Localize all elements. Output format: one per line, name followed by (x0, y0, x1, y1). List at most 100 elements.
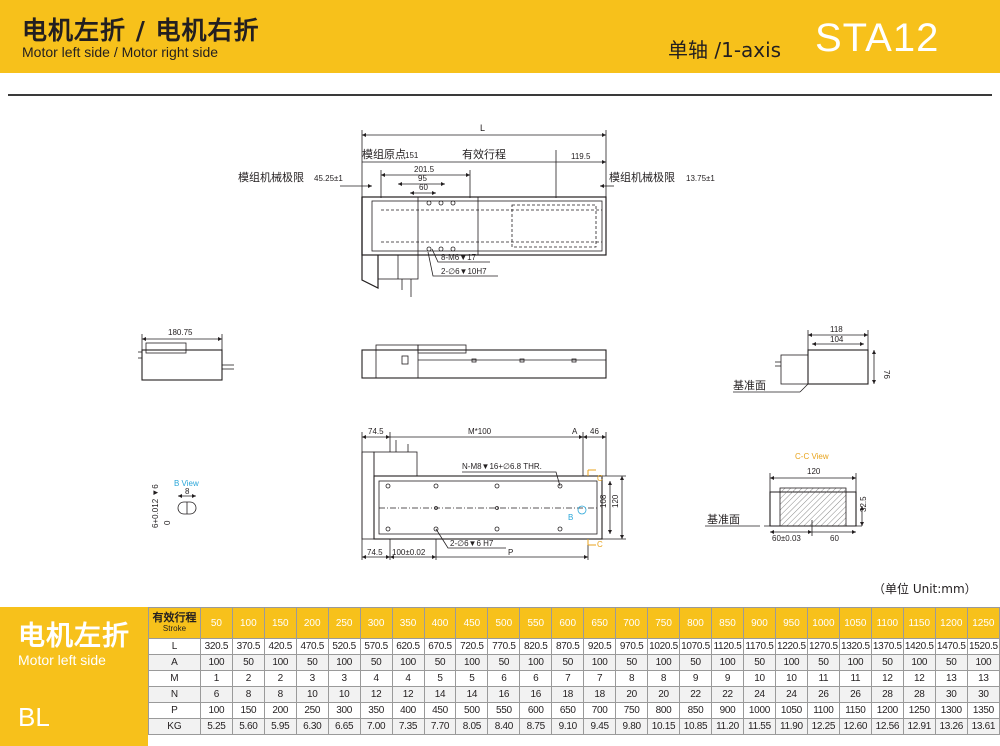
table-cell: 14 (423, 686, 457, 703)
bottom-view-labels: 74.5 M*100 A 46 N-M8▼16+∅6.8 THR. B C C … (367, 427, 620, 557)
dim-74-5-top: 74.5 (368, 427, 384, 436)
stroke-header-cell: 800 (679, 607, 712, 639)
table-cell: 4 (391, 670, 425, 687)
table-cell: 10.85 (679, 718, 712, 735)
table-cell: 1200 (870, 702, 904, 719)
b-view (177, 494, 197, 515)
dim-108: 108 (599, 494, 608, 508)
stroke-header-cell: 750 (647, 607, 681, 639)
note-m6: 8-M6▼17 (441, 253, 477, 262)
table-cell: 50 (295, 654, 329, 671)
b-view-title: B View (174, 479, 199, 488)
table-cell: 12.60 (838, 718, 872, 735)
note-hole: 2-∅6▼10H7 (441, 267, 487, 276)
table-cell: 11.55 (742, 718, 776, 735)
table-cell: 16 (487, 686, 521, 703)
table-cell: 10 (327, 686, 361, 703)
stroke-header-cell: 400 (423, 607, 457, 639)
table-cell: 10 (295, 686, 329, 703)
row-label: KG (148, 718, 201, 735)
table-cell: 100 (902, 654, 936, 671)
table-cell: 7.00 (359, 718, 393, 735)
table-cell: 9 (711, 670, 744, 687)
table-cell: 8 (615, 670, 649, 687)
row-label: N (148, 686, 201, 703)
table-cell: 250 (295, 702, 329, 719)
table-cell: 700 (583, 702, 617, 719)
label-B: B (568, 513, 573, 522)
table-cell: 5.25 (199, 718, 233, 735)
top-view-labels: L 模组原点 151 有效行程 119.5 201.5 95 60 模组机械极限… (238, 123, 715, 276)
table-cell: 6 (199, 686, 233, 703)
section-markers (587, 469, 596, 546)
table-cell: 18 (551, 686, 585, 703)
table-cell: 8.05 (455, 718, 489, 735)
stroke-header-cell: 1250 (966, 607, 1000, 639)
table-cell: 1150 (838, 702, 872, 719)
table-cell: 100 (327, 654, 361, 671)
table-cell: 1000 (742, 702, 776, 719)
stroke-header-cell: 1050 (838, 607, 872, 639)
stroke-header-cell: 1100 (870, 607, 904, 639)
table-cell: 1520.5 (966, 638, 1000, 655)
table-cell: 620.5 (391, 638, 425, 655)
stroke-header-cell: 650 (583, 607, 617, 639)
table-cell: 100 (455, 654, 489, 671)
table-cell: 10.15 (647, 718, 681, 735)
table-cell: 870.5 (551, 638, 585, 655)
label-datum-end: 基准面 (733, 379, 766, 392)
stroke-header-cell: 1000 (806, 607, 840, 639)
table-cell: 1420.5 (902, 638, 936, 655)
table-cell: 450 (423, 702, 457, 719)
table-cell: 8.40 (487, 718, 521, 735)
table-cell: 2 (231, 670, 265, 687)
table-cell: 5 (423, 670, 457, 687)
variant-code: BL (18, 702, 50, 732)
dim-76: 76 (882, 370, 891, 379)
table-cell: 1320.5 (838, 638, 872, 655)
table-cell: 920.5 (583, 638, 617, 655)
table-cell: 26 (806, 686, 840, 703)
cc-view-labels: C-C View 120 32.5 60±0.03 60 基准面 (707, 452, 868, 543)
table-cell: 8.75 (519, 718, 553, 735)
table-cell: 520.5 (327, 638, 361, 655)
variant-title-en: Motor left side (18, 652, 106, 668)
page-title-cn: 电机左折 / 电机右折 (22, 16, 260, 45)
dim-8: 8 (185, 487, 190, 496)
top-view (340, 130, 614, 297)
table-cell: 11 (838, 670, 872, 687)
front-view (361, 344, 607, 379)
table-cell: 8 (231, 686, 265, 703)
dim-201-5: 201.5 (414, 165, 435, 174)
axis-label: 单轴 /1-axis (668, 38, 782, 62)
table-cell: 50 (615, 654, 649, 671)
stroke-header-cell: 700 (615, 607, 649, 639)
page-title-en: Motor left side / Motor right side (22, 44, 219, 60)
row-label: L (148, 638, 201, 655)
table-cell: 1300 (934, 702, 968, 719)
table-cell: 1470.5 (934, 638, 968, 655)
table-cell: 570.5 (359, 638, 393, 655)
table-cell: 1070.5 (679, 638, 712, 655)
dim-180-75: 180.75 (168, 328, 193, 337)
table-cell: 350 (359, 702, 393, 719)
dim-m100: M*100 (468, 427, 492, 436)
table-cell: 30 (966, 686, 1000, 703)
table-cell: 30 (934, 686, 968, 703)
table-cell: 100 (583, 654, 617, 671)
dim-P: P (508, 548, 513, 557)
label-limit-right: 模组机械极限 (609, 170, 675, 184)
table-cell: 13 (934, 670, 968, 687)
table-cell: 7 (551, 670, 585, 687)
stroke-header-cell: 550 (519, 607, 553, 639)
label-limit-left: 模组机械极限 (238, 170, 304, 184)
stroke-header-cell: 200 (295, 607, 329, 639)
table-cell: 650 (551, 702, 585, 719)
table-cell: 300 (327, 702, 361, 719)
row-label: A (148, 654, 201, 671)
label-origin: 模组原点 (362, 147, 406, 161)
table-cell: 6 (519, 670, 553, 687)
